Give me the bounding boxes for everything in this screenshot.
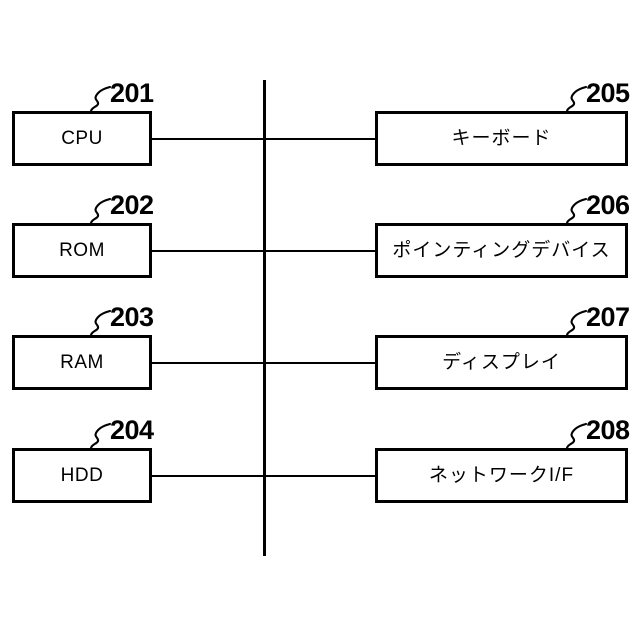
block-hdd: HDD bbox=[12, 448, 152, 503]
block-display: ディスプレイ bbox=[375, 335, 628, 390]
block-pointing-device-label: ポインティングデバイス bbox=[392, 240, 611, 261]
block-ram: RAM bbox=[12, 335, 152, 390]
reference-numeral-201: 201 bbox=[110, 78, 154, 108]
reference-numeral-207: 207 bbox=[586, 302, 630, 332]
reference-numeral-203: 203 bbox=[110, 302, 154, 332]
reference-numeral-205: 205 bbox=[586, 78, 630, 108]
reference-numeral-208: 208 bbox=[586, 415, 630, 445]
block-cpu: CPU bbox=[12, 111, 152, 166]
block-rom: ROM bbox=[12, 223, 152, 278]
block-pointing-device: ポインティングデバイス bbox=[375, 223, 628, 278]
block-network-interface-label: ネットワークI/F bbox=[428, 465, 575, 486]
block-display-label: ディスプレイ bbox=[442, 352, 561, 373]
reference-numeral-204: 204 bbox=[110, 415, 154, 445]
block-hdd-label: HDD bbox=[60, 465, 104, 486]
block-cpu-label: CPU bbox=[61, 128, 103, 149]
reference-numeral-202: 202 bbox=[110, 190, 154, 220]
block-keyboard: キーボード bbox=[375, 111, 628, 166]
block-network-interface: ネットワークI/F bbox=[375, 448, 628, 503]
block-rom-label: ROM bbox=[59, 240, 105, 261]
system-bus-line bbox=[263, 80, 266, 556]
block-ram-label: RAM bbox=[60, 352, 104, 373]
reference-numeral-206: 206 bbox=[586, 190, 630, 220]
block-keyboard-label: キーボード bbox=[451, 128, 552, 149]
